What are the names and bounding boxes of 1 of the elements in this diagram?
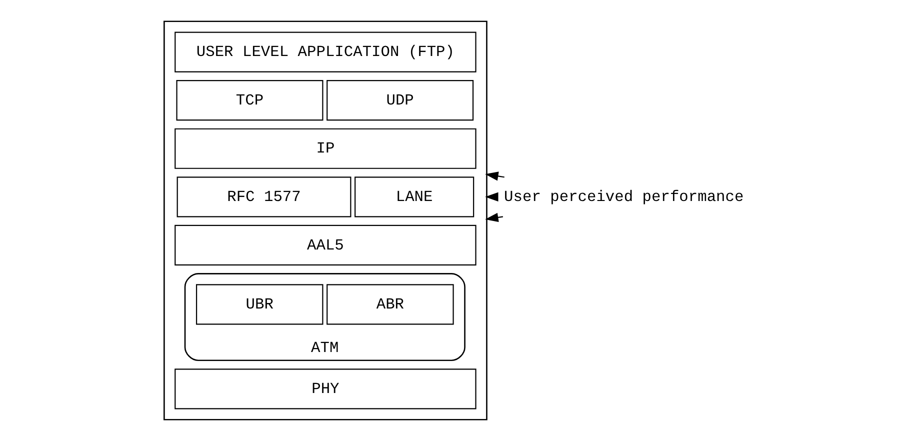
node-text: User perceived performance: [504, 188, 744, 206]
